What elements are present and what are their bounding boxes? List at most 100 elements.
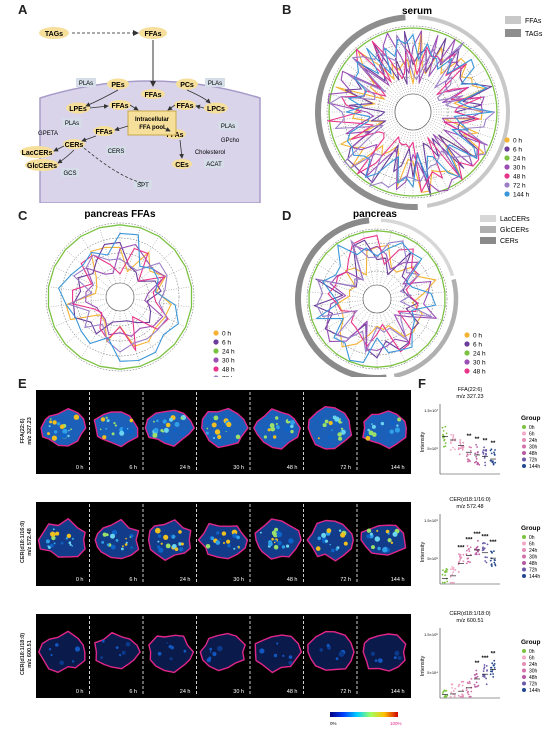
msi-signal-spot — [157, 540, 160, 543]
panel-label-c: C — [18, 208, 28, 223]
msi-signal-spot — [105, 533, 109, 537]
significance-marker: ** — [483, 438, 488, 444]
data-point — [491, 551, 493, 554]
msi-signal-spot — [284, 426, 291, 432]
y-tick-mid: 5×10⁶ — [427, 446, 438, 451]
group-legend-label: 48h — [529, 675, 538, 681]
data-point — [484, 556, 487, 559]
data-point — [474, 674, 476, 676]
dot-plot-title-2: m/z 327.23 — [456, 394, 483, 400]
msi-time-label: 0 h — [76, 465, 84, 471]
node-ffas-top — [139, 27, 167, 39]
radar-series-144h — [345, 34, 493, 188]
data-point — [454, 687, 457, 690]
data-point — [485, 561, 488, 564]
group-legend-label: 144h — [529, 574, 540, 580]
data-point — [459, 447, 462, 450]
data-point — [493, 667, 496, 669]
group-legend-dot — [522, 464, 526, 468]
msi-time-label: 30 h — [233, 689, 244, 695]
serum-tags-arc — [315, 14, 418, 210]
msi-signal-spot — [101, 639, 105, 643]
msi-signal-spot — [65, 537, 68, 540]
radar-spoke — [310, 303, 364, 321]
group-legend-dot — [522, 567, 526, 572]
colorbar-min: 0% — [330, 721, 337, 726]
group-legend-label: 144h — [529, 688, 540, 694]
radar-spoke — [390, 277, 444, 295]
msi-signal-spot — [389, 429, 394, 434]
cell-body — [39, 80, 261, 203]
msi-time-label: 72 h — [340, 465, 351, 471]
msi-signal-spot — [111, 432, 115, 436]
legend-time-2: 24 h — [473, 351, 486, 358]
data-point — [490, 452, 493, 455]
msi-signal-spot — [169, 417, 173, 422]
group-legend-label: 48h — [529, 451, 538, 457]
pool-label-1: Intracellular — [135, 117, 170, 123]
pathway-arrows — [53, 89, 211, 184]
data-point — [450, 433, 453, 436]
data-point — [475, 681, 478, 684]
node-pes-label: PEs — [111, 82, 124, 89]
msi-signal-spot — [164, 435, 170, 441]
msi-signal-spot — [100, 417, 106, 422]
msi-time-label: 0 h — [76, 577, 84, 583]
group-legend-dot — [522, 535, 526, 539]
data-point — [476, 685, 478, 688]
msi-signal-spot — [276, 531, 283, 538]
msi-signal-spot — [263, 435, 267, 439]
msi-signal-spot — [205, 431, 209, 435]
colorbar-max: 100% — [390, 721, 402, 726]
radar-center — [394, 93, 432, 131]
msi-signal-spot — [50, 653, 53, 657]
data-point — [453, 581, 455, 584]
data-point — [476, 451, 479, 453]
panel-label-f: F — [418, 376, 426, 391]
msi-time-label: 48 h — [287, 577, 298, 583]
group-legend-title: Group — [521, 415, 541, 422]
label-gpcho: GPcho — [221, 138, 240, 144]
group-legend-dot — [522, 541, 526, 546]
msi-signal-spot — [273, 532, 278, 538]
group-legend-label: 6h — [529, 656, 535, 662]
data-point — [486, 669, 488, 671]
msi-signal-spot — [130, 546, 133, 549]
msi-signal-spot — [101, 541, 105, 544]
msi-signal-spot — [71, 545, 74, 547]
tissue-section — [254, 518, 302, 560]
radar-spoke — [387, 252, 430, 290]
radar-spoke — [52, 302, 108, 328]
data-point — [478, 553, 481, 556]
legend-time-5: 72 h — [222, 376, 235, 378]
group-legend-label: 30h — [529, 669, 538, 675]
radar-series-144h — [316, 242, 437, 363]
data-point — [485, 677, 487, 680]
data-point — [475, 669, 478, 672]
msi-signal-spot — [51, 535, 56, 541]
data-point — [494, 449, 496, 451]
msi-signal-spot — [212, 651, 217, 657]
radar-grid-ring — [360, 59, 466, 165]
msi-signal-spot — [53, 542, 56, 545]
group-legend-dot — [522, 688, 526, 692]
msi-signal-spot — [55, 643, 59, 647]
msi-signal-spot — [47, 432, 50, 436]
msi-signal-spot — [180, 416, 184, 420]
msi-signal-spot — [121, 547, 124, 551]
msi-signal-spot — [155, 527, 161, 534]
msi-signal-spot — [260, 531, 262, 534]
msi-signal-spot — [102, 532, 107, 537]
msi-signal-spot — [226, 421, 232, 428]
msi-time-label: 72 h — [340, 577, 351, 583]
data-point — [462, 680, 465, 683]
msi-signal-spot — [270, 426, 276, 432]
data-point — [441, 581, 444, 584]
msi-signal-spot — [324, 419, 329, 424]
data-point — [444, 571, 447, 574]
data-point — [453, 695, 456, 698]
msi-signal-spot — [340, 430, 342, 433]
